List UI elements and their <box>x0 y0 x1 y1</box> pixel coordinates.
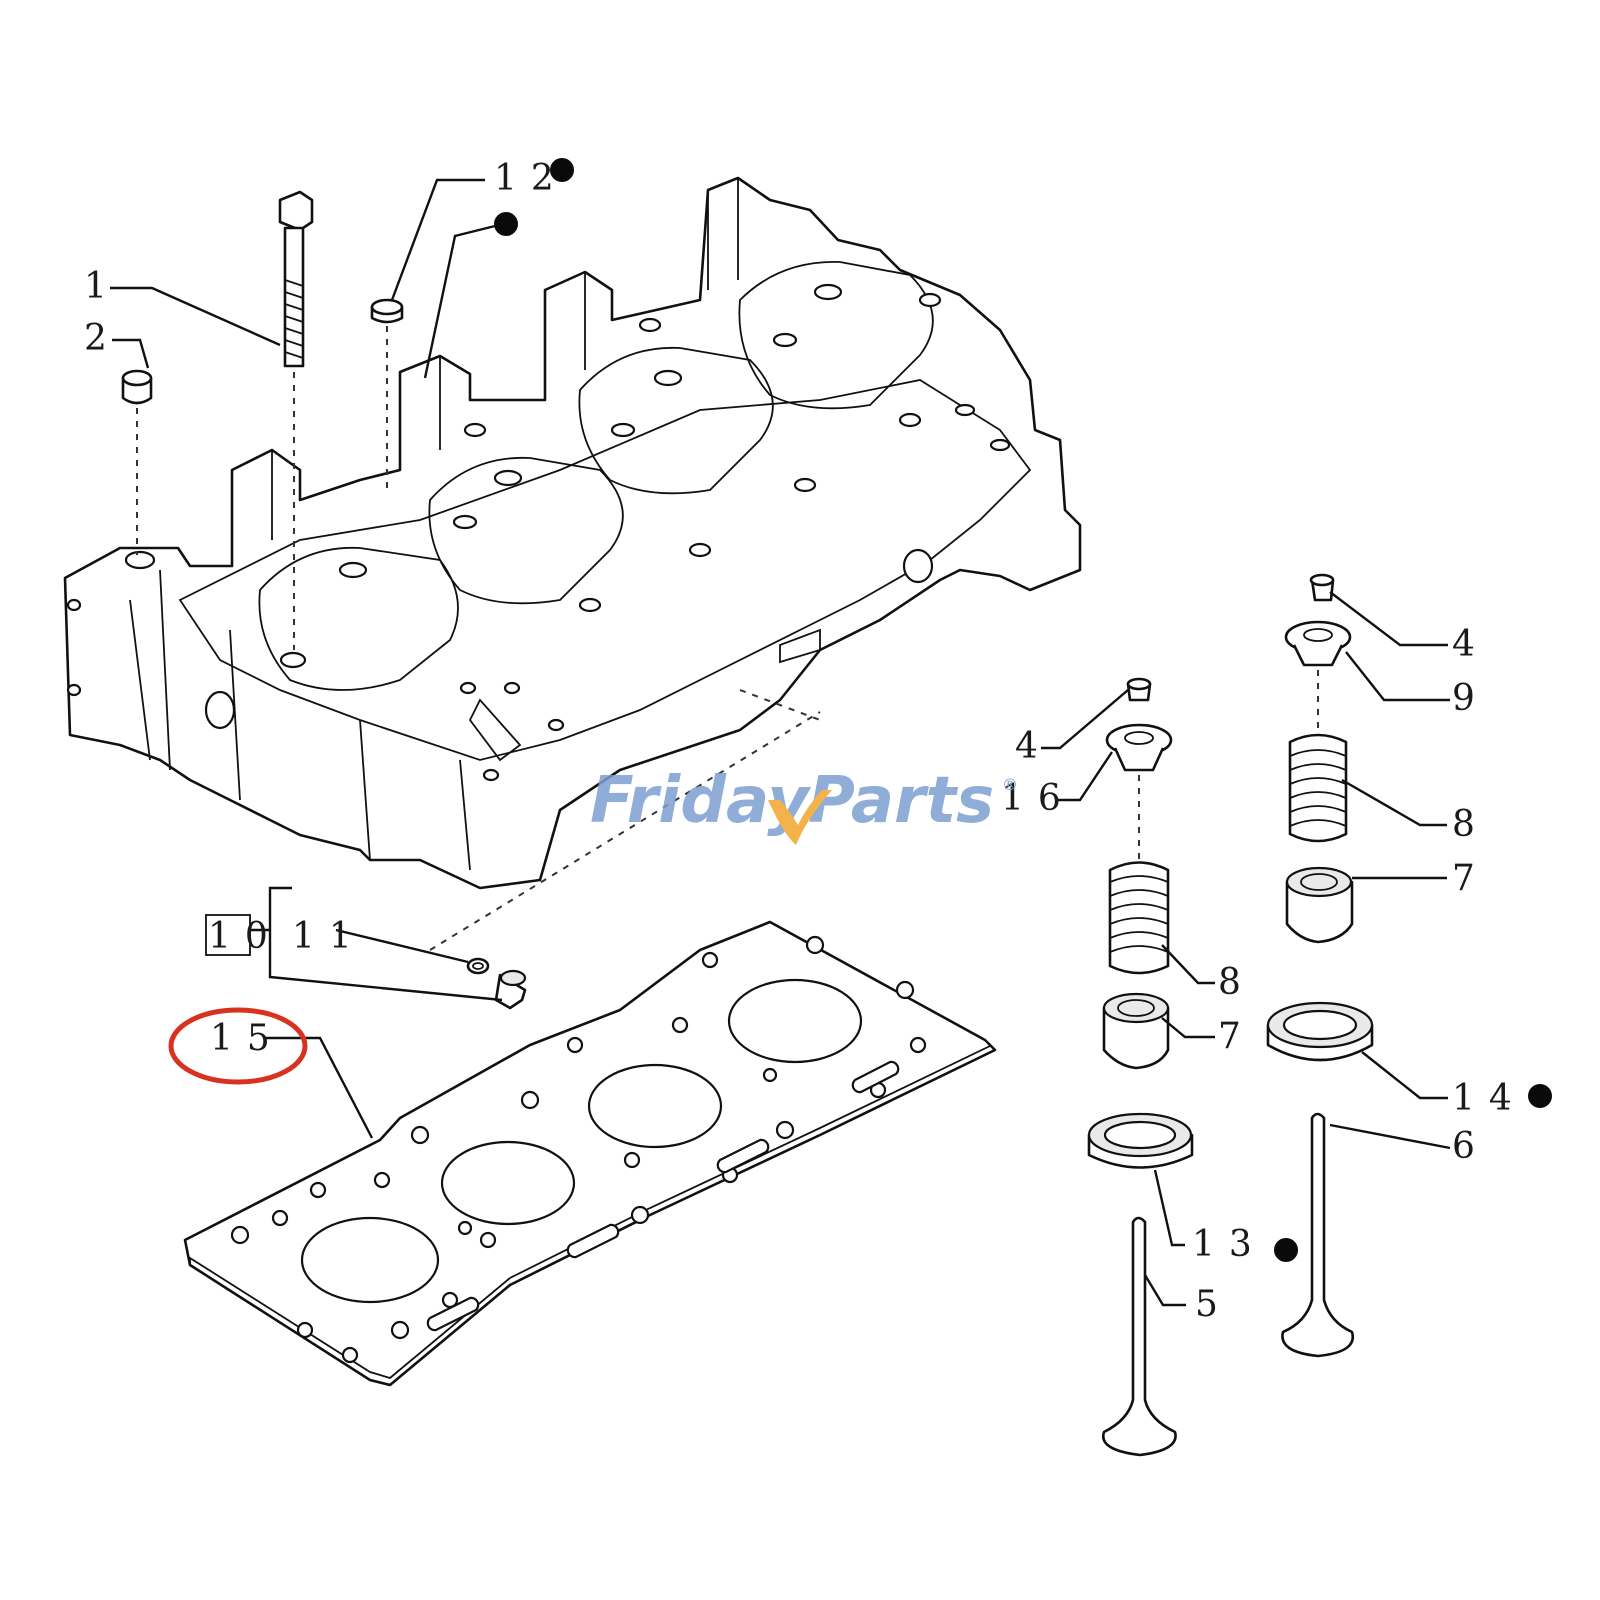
watermark-logo: Friday Parts ® <box>590 764 1018 845</box>
callout-4a: 4 <box>1015 726 1052 767</box>
valve-seat-right <box>1266 1001 1374 1062</box>
leader-10-11-bracket <box>250 886 503 1002</box>
leader-13 <box>1153 1169 1185 1247</box>
dot-markers <box>494 158 1552 1262</box>
fitting-axis <box>429 711 821 951</box>
valve-seat-left <box>1087 1112 1194 1169</box>
fitting-axis-2 <box>739 689 821 721</box>
leader-7a <box>1161 1017 1215 1039</box>
leader-lines <box>110 178 1451 1307</box>
valve-spring-right <box>1288 733 1348 843</box>
callout-13: 13 <box>1192 1224 1266 1265</box>
callout-labels: 1 2 12 10 11 15 4 16 8 7 13 5 4 9 8 7 14… <box>84 158 1526 1325</box>
dot-marker-12 <box>550 158 574 182</box>
head-gasket <box>183 920 997 1387</box>
leader-14 <box>1361 1051 1448 1100</box>
leader-8b <box>1341 778 1447 827</box>
valve-collet-left <box>1126 677 1152 702</box>
leader-9 <box>1345 651 1450 702</box>
callout-6: 6 <box>1452 1126 1489 1167</box>
callout-15: 15 <box>210 1018 284 1059</box>
callout-8b: 8 <box>1452 804 1489 845</box>
watermark-registered-mark: ® <box>1002 775 1018 794</box>
leader-12 <box>390 178 485 301</box>
callout-2: 2 <box>84 318 121 359</box>
seal-ring <box>466 957 490 975</box>
leader-5 <box>1143 1274 1186 1307</box>
callout-12: 12 <box>494 158 568 199</box>
callout-9: 9 <box>1452 678 1489 719</box>
callout-14: 14 <box>1452 1078 1526 1119</box>
callout-8a: 8 <box>1218 962 1255 1003</box>
valve-seal-right <box>1285 866 1354 944</box>
leader-8a <box>1161 944 1215 985</box>
watermark-swoosh <box>768 790 832 845</box>
dot-marker-14 <box>1528 1084 1552 1108</box>
dowel <box>121 369 153 405</box>
leader-2 <box>112 338 150 369</box>
callout-5: 5 <box>1195 1284 1232 1325</box>
callout-7b: 7 <box>1452 858 1489 899</box>
dot-marker-3 <box>494 212 518 236</box>
leader-16 <box>1058 751 1113 802</box>
head-bolt <box>278 190 314 368</box>
valve-right <box>1281 1112 1355 1358</box>
valve-seal-left <box>1102 992 1170 1070</box>
watermark-text-right: Parts <box>808 764 994 838</box>
callout-7a: 7 <box>1218 1016 1255 1057</box>
valve-spring-left <box>1108 861 1170 975</box>
valve-left <box>1101 1216 1177 1457</box>
leader-3 <box>423 224 496 379</box>
leader-4a <box>1041 689 1129 750</box>
valve-collet-right <box>1309 573 1335 602</box>
leader-15 <box>265 1036 374 1139</box>
spring-retainer-right <box>1284 620 1352 667</box>
callout-4b: 4 <box>1452 624 1489 665</box>
leader-1 <box>110 286 281 347</box>
highlight-circle <box>168 1007 308 1085</box>
callout-10: 10 <box>208 916 282 957</box>
callout-1: 1 <box>84 266 121 307</box>
plug <box>370 298 404 324</box>
cylinder-head <box>63 176 1082 890</box>
dot-marker-13 <box>1274 1238 1298 1262</box>
leader-4b <box>1329 591 1448 647</box>
spring-retainer-left <box>1105 723 1173 772</box>
callout-11: 11 <box>292 916 366 957</box>
fitting <box>494 969 527 1010</box>
leader-6 <box>1329 1123 1451 1150</box>
callout-10-box <box>205 914 251 956</box>
callout-16: 16 <box>1001 778 1075 819</box>
